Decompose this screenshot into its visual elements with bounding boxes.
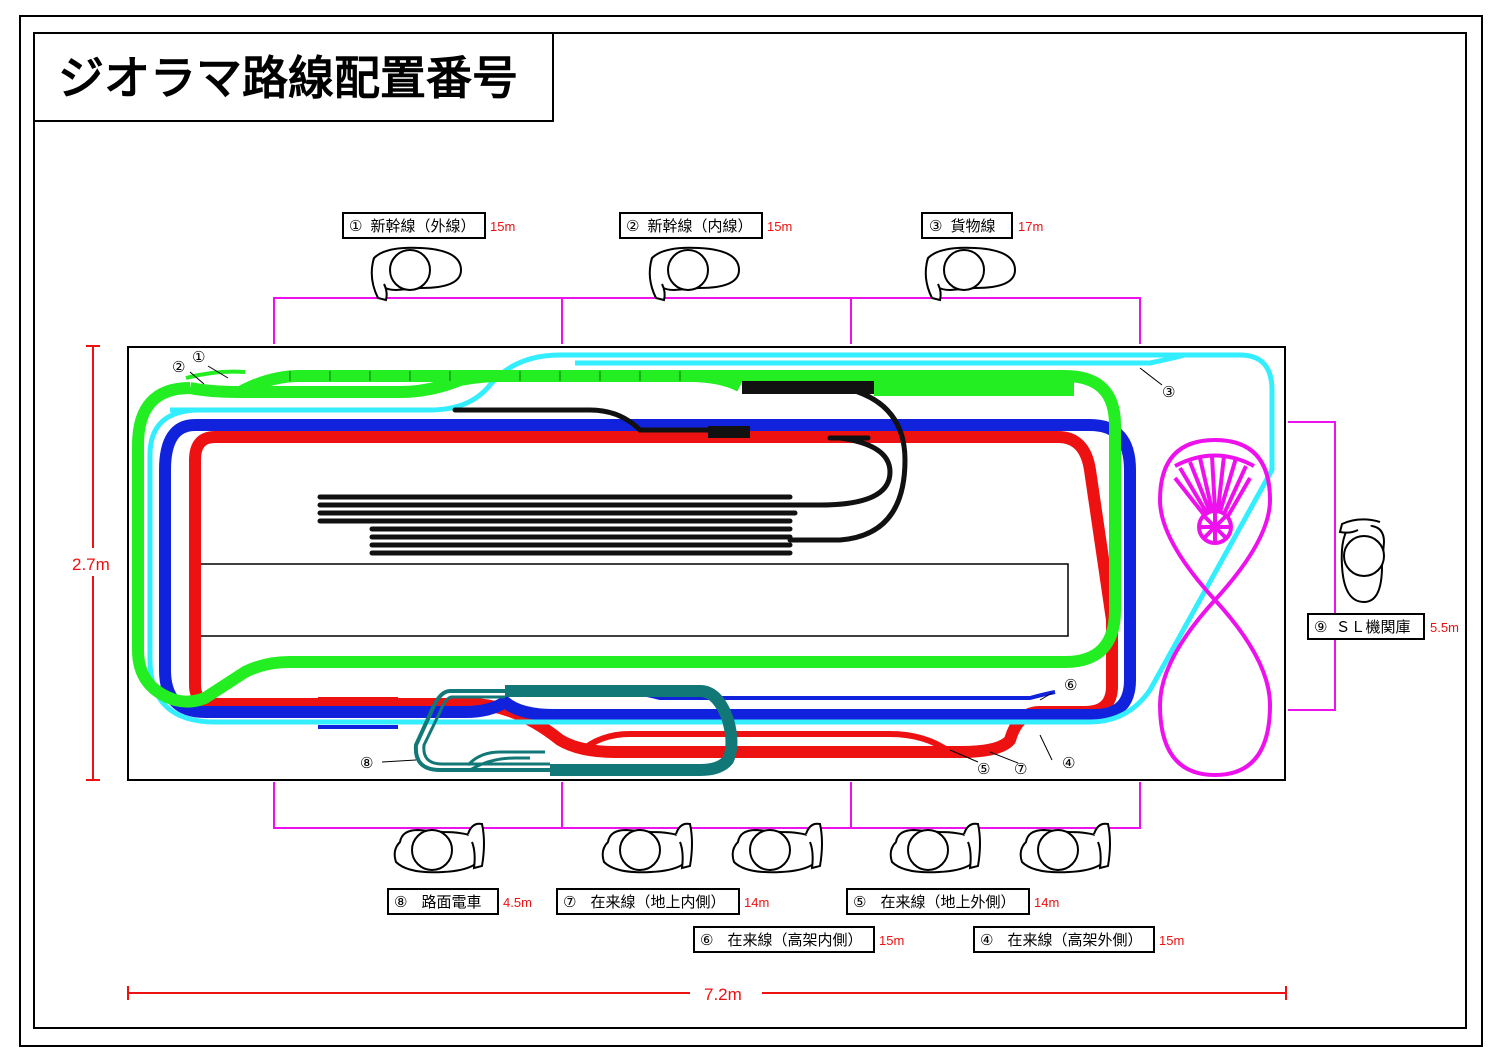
marker-1: ① [192,349,205,366]
track-markers [189,365,1163,764]
track-teal [413,685,738,776]
operator-icon-8 [393,822,485,874]
width-dimension-label: 7.2m [704,985,742,1004]
svg-text:17m: 17m [1018,219,1043,234]
operator-area-top [273,297,1141,344]
inner-frame [33,32,1467,1029]
operator-area-right [1288,421,1336,711]
operator-icon-6 [731,822,823,874]
marker-8: ⑧ [360,755,373,772]
operator-icon-9 [1339,518,1385,603]
track-black-switch [708,426,750,438]
marker-3: ③ [1162,384,1175,401]
marker-5: ⑤ [977,761,990,778]
operator-icon-4 [1019,822,1111,874]
operator-icon-2 [648,246,740,301]
svg-text:15m: 15m [490,219,515,234]
outer-frame [19,15,1483,1047]
central-building [199,563,1069,637]
svg-text:4.5m: 4.5m [503,895,532,910]
svg-text:14m: 14m [744,895,769,910]
marker-2: ② [172,359,185,376]
svg-text:15m: 15m [879,933,904,948]
svg-text:14m: 14m [1034,895,1059,910]
track-blue [159,419,1136,721]
track-green-thick [874,379,1074,396]
track-magenta-sl [1157,437,1273,778]
track-green-detail [185,369,246,380]
height-dimension-label: 2.7m [72,555,110,574]
operator-icon-7 [601,822,693,874]
track-green-crossover [742,381,874,394]
operator-icon-1 [370,246,462,301]
operator-area-bottom [273,782,1141,829]
svg-text:5.5m: 5.5m [1430,620,1459,635]
marker-4: ④ [1062,755,1075,772]
track-cyan [147,352,1275,725]
svg-text:15m: 15m [1159,933,1184,948]
track-green [132,370,1121,708]
marker-6: ⑥ [1064,677,1077,694]
operator-icon-5 [889,822,981,874]
track-ticks [289,371,681,381]
page-title: ジオラマ路線配置番号 [58,51,518,105]
track-black-yard [317,384,908,556]
svg-text:15m: 15m [767,219,792,234]
title-box [33,32,554,122]
operator-icon-3 [924,246,1016,301]
height-dimension [86,345,100,781]
marker-7: ⑦ [1014,761,1027,778]
width-dimension [127,986,1287,1000]
